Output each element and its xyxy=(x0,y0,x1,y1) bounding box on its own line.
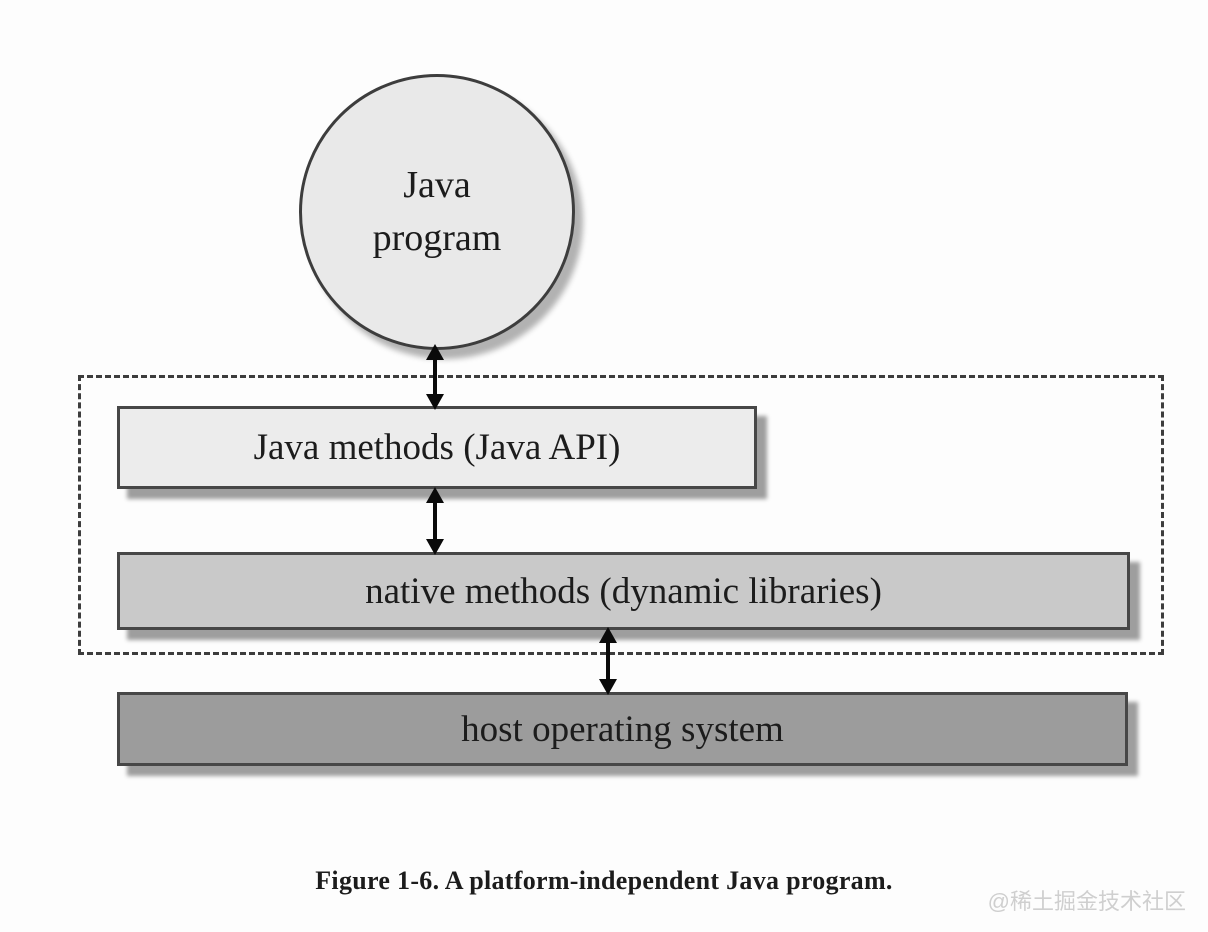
double-arrow-icon xyxy=(599,627,617,695)
host-os-node: host operating system xyxy=(117,692,1128,766)
native-methods-label: native methods (dynamic libraries) xyxy=(365,570,882,612)
jvm-boundary-dashed-rect xyxy=(78,375,1164,655)
double-arrow-icon xyxy=(426,344,444,410)
java-program-label: Java program xyxy=(372,163,502,259)
host-os-label: host operating system xyxy=(461,708,784,750)
watermark-text: @稀土掘金技术社区 xyxy=(987,889,1186,914)
native-methods-node: native methods (dynamic libraries) xyxy=(117,552,1130,630)
java-methods-label: Java methods (Java API) xyxy=(253,427,621,468)
figure-caption: Figure 1-6. A platform-independent Java … xyxy=(315,866,893,895)
java-methods-node: Java methods (Java API) xyxy=(117,406,757,489)
java-program-node: Java program xyxy=(299,74,575,350)
double-arrow-icon xyxy=(426,487,444,555)
